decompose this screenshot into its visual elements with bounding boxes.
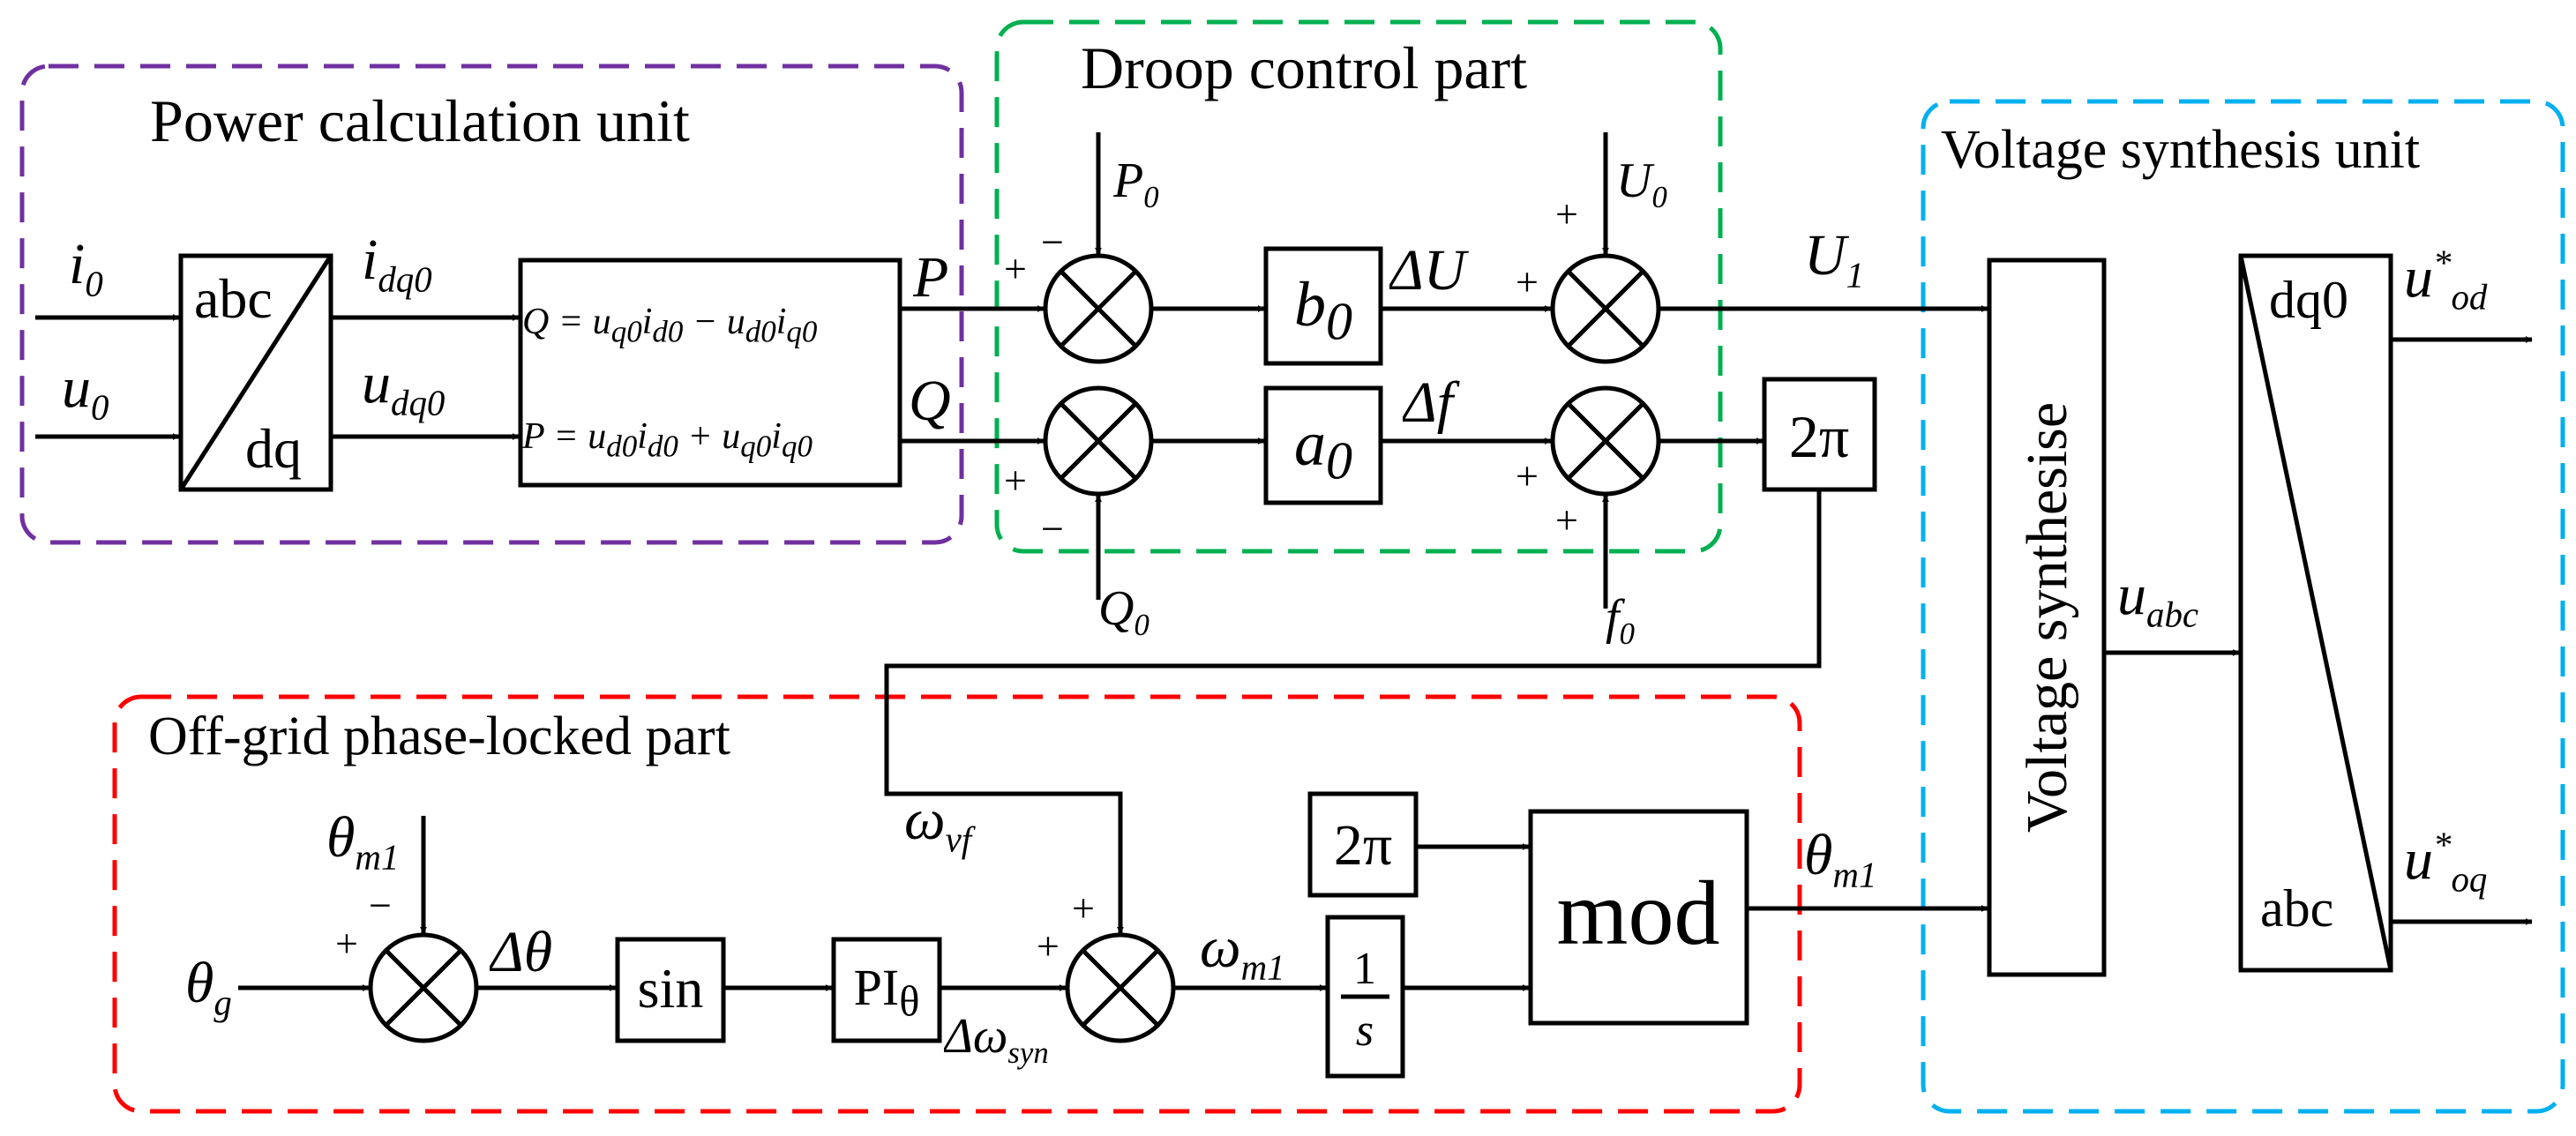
b0-gain-block: b0 bbox=[1263, 246, 1383, 366]
voltage-synthesis-region: Voltage synthesis unit bbox=[1921, 99, 2565, 1114]
power-equation-box bbox=[518, 258, 902, 488]
sign-p-plus: + bbox=[1004, 246, 1027, 291]
mod-label: mod bbox=[1557, 863, 1720, 964]
sum-junction-q bbox=[1043, 385, 1154, 497]
sign-theta-minus: − bbox=[369, 883, 392, 928]
dq0-abc-transform-block: dq0 abc bbox=[2238, 253, 2393, 973]
p-label: P bbox=[913, 245, 949, 310]
phase-locked-region: Off-grid phase-locked part bbox=[112, 694, 1802, 1114]
sign-omega-plus-left: + bbox=[1037, 923, 1060, 968]
integrator-block: 1 s bbox=[1325, 915, 1405, 1079]
voltage-synthesise-box bbox=[1987, 258, 2107, 977]
u0-label: u0 bbox=[62, 355, 109, 428]
delta-theta-label: Δθ bbox=[490, 920, 553, 984]
a0-gain-block: a0 bbox=[1263, 385, 1383, 505]
q0-label: Q0 bbox=[1098, 581, 1149, 643]
mod-block: mod bbox=[1528, 809, 1749, 1026]
sum-junction-u bbox=[1550, 253, 1661, 364]
sign-u-plus-top: + bbox=[1555, 191, 1578, 236]
sum-junction-p bbox=[1043, 253, 1154, 364]
b0-label: b0 bbox=[1294, 269, 1352, 351]
theta-m1-out-label: θm1 bbox=[1804, 823, 1877, 895]
power-region-border bbox=[19, 64, 964, 545]
uoq-label: u*oq bbox=[2404, 825, 2488, 900]
voltage-synthesise-block: Voltage synthesise bbox=[1987, 258, 2107, 977]
theta-m1-in-label: θm1 bbox=[326, 805, 400, 878]
delta-u-label: ΔU bbox=[1389, 238, 1466, 303]
power-q-equation: Q = uq0id0 − ud0iq0 bbox=[522, 302, 818, 349]
delta-omega-syn-label: Δωsyn bbox=[944, 1009, 1049, 1071]
sum-junction-f bbox=[1550, 385, 1661, 497]
power-region-title: Power calculation unit bbox=[150, 87, 690, 154]
abc-dq-transform-block: abc dq bbox=[178, 253, 333, 492]
two-pi-droop-label: 2π bbox=[1789, 403, 1849, 470]
uod-label: u*od bbox=[2404, 243, 2488, 318]
power-calculation-region: Power calculation unit bbox=[19, 64, 964, 545]
sin-box bbox=[615, 937, 726, 1043]
abc-label: abc bbox=[2260, 879, 2333, 938]
omega-m1-label: ωm1 bbox=[1200, 916, 1285, 988]
pll-region-title: Off-grid phase-locked part bbox=[148, 706, 730, 766]
two-pi-pll-label: 2π bbox=[1334, 813, 1392, 878]
power-p-equation: P = ud0id0 + uq0iq0 bbox=[522, 416, 812, 464]
sign-f-plus-left: + bbox=[1516, 453, 1539, 498]
sum-junction-theta bbox=[368, 932, 479, 1043]
pi-controller-block: PIθ bbox=[831, 937, 942, 1043]
sign-q-minus: − bbox=[1041, 506, 1064, 551]
sign-u-plus-left: + bbox=[1516, 259, 1539, 304]
signal-lines bbox=[35, 132, 2533, 991]
omega-vf-path bbox=[884, 490, 1822, 934]
signal-labels: i0 u0 idq0 udq0 P Q P0 Q0 ΔU Δf U0 f0 U1… bbox=[62, 153, 2488, 1071]
sum-junction-omega bbox=[1065, 932, 1176, 1043]
mod-box bbox=[1528, 809, 1749, 1026]
voltage-synthesise-label: Voltage synthesise bbox=[2015, 402, 2079, 833]
two-pi-pll-box bbox=[1307, 791, 1419, 898]
power-equation-block: Q = uq0id0 − ud0iq0 P = ud0id0 + uq0iq0 bbox=[518, 258, 902, 488]
u0-ref-label: U0 bbox=[1616, 153, 1667, 215]
voltage-region-border bbox=[1921, 99, 2565, 1114]
abc-dq-diagonal bbox=[178, 254, 333, 491]
sign-theta-plus: + bbox=[335, 921, 358, 966]
sign-f-plus-bottom: + bbox=[1555, 497, 1578, 542]
pll-region-border bbox=[112, 694, 1802, 1114]
pi-label: PIθ bbox=[853, 959, 920, 1026]
theta-g-label: θg bbox=[185, 951, 232, 1023]
integrator-numerator: 1 bbox=[1353, 944, 1376, 994]
two-pi-pll-block: 2π bbox=[1307, 791, 1419, 898]
pi-box bbox=[831, 937, 942, 1043]
a0-box bbox=[1263, 385, 1383, 505]
udq0-label: udq0 bbox=[362, 351, 446, 423]
droop-control-region: Droop control part bbox=[994, 19, 1723, 554]
voltage-region-title: Voltage synthesis unit bbox=[1941, 120, 2420, 180]
omega-vf-label: ωvf bbox=[904, 788, 972, 860]
dq0-abc-diagonal bbox=[2238, 255, 2393, 971]
delta-f-label: Δf bbox=[1403, 370, 1454, 435]
two-pi-droop-block: 2π bbox=[1762, 377, 1877, 492]
integrator-denominator: s bbox=[1356, 1005, 1374, 1056]
sign-q-plus: + bbox=[1004, 458, 1027, 503]
sin-label: sin bbox=[638, 957, 704, 1020]
droop-region-title: Droop control part bbox=[1081, 34, 1527, 101]
dq0-label: dq0 bbox=[2269, 271, 2348, 329]
q-label: Q bbox=[909, 369, 951, 433]
b0-box bbox=[1263, 246, 1383, 366]
f0-ref-label: f0 bbox=[1606, 590, 1635, 652]
u1-label: U1 bbox=[1804, 223, 1865, 295]
idq0-label: idq0 bbox=[362, 228, 432, 300]
abc-dq-top-label: abc bbox=[194, 267, 273, 330]
sign-p-minus: − bbox=[1041, 220, 1064, 265]
a0-label: a0 bbox=[1294, 408, 1352, 490]
i0-label: i0 bbox=[69, 232, 103, 304]
sin-block: sin bbox=[615, 937, 726, 1043]
sign-omega-plus-top: + bbox=[1072, 886, 1095, 930]
p0-label: P0 bbox=[1113, 153, 1159, 215]
uabc-label: uabc bbox=[2117, 563, 2199, 635]
junction-signs: + − + − + + + + + − + + bbox=[335, 191, 1578, 968]
droop-region-border bbox=[994, 19, 1723, 554]
abc-dq-bottom-label: dq bbox=[245, 417, 302, 480]
